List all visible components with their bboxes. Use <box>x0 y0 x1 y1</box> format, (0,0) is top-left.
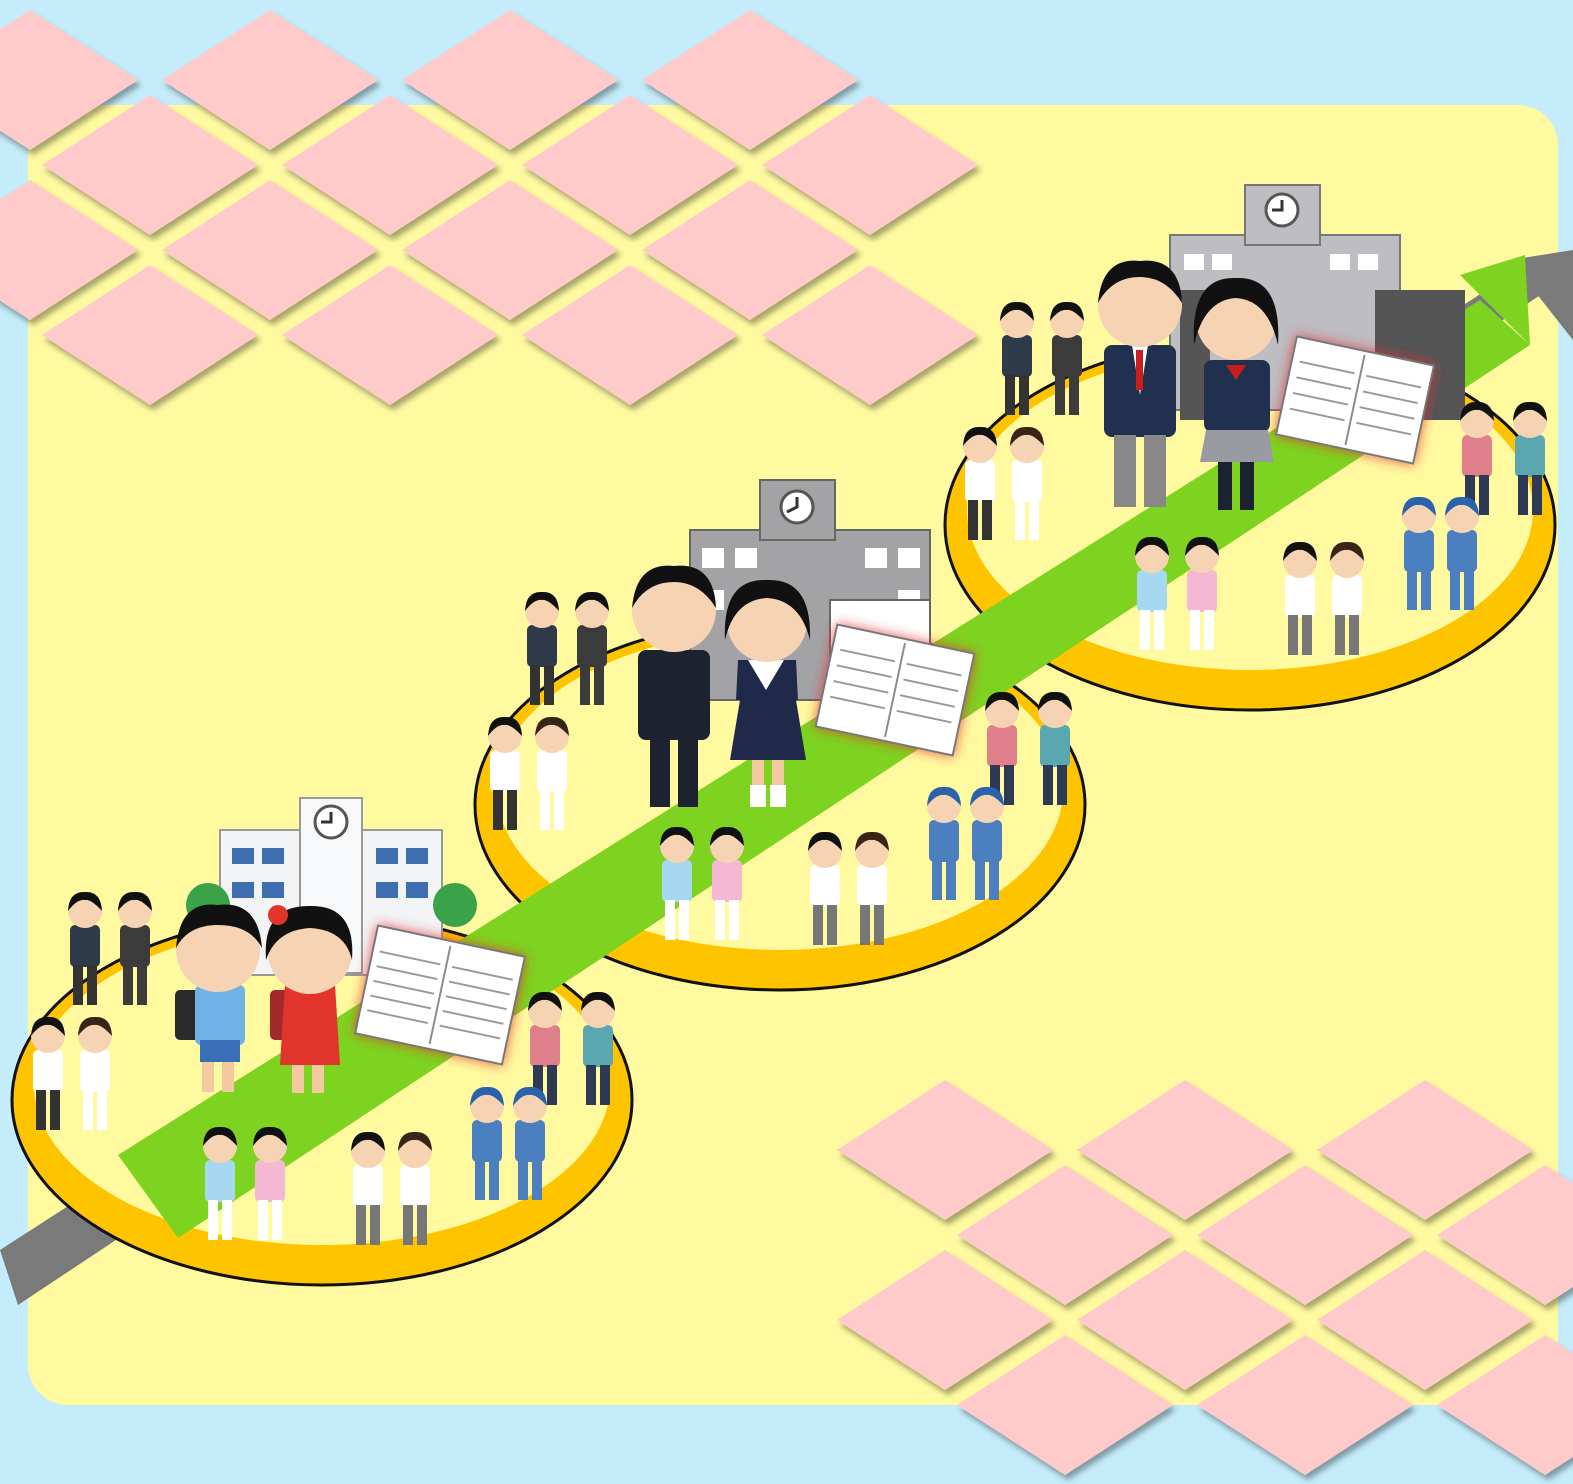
diamond-tile <box>42 95 258 235</box>
gym-student <box>1135 536 1169 650</box>
girl-with-randoseru <box>265 905 353 1093</box>
boy-in-blazer <box>1098 260 1182 507</box>
staff <box>398 1131 432 1245</box>
diamond-tile <box>42 265 258 405</box>
diamond-tile <box>957 1165 1173 1305</box>
worker <box>470 1086 504 1200</box>
gym-student <box>1185 536 1219 650</box>
growth-path-head <box>1460 255 1530 345</box>
girl-in-sailor-uniform <box>724 579 811 807</box>
worker <box>970 786 1004 900</box>
diamond-tile <box>642 180 858 320</box>
diamond-tile <box>957 1335 1173 1475</box>
staff <box>351 1131 385 1245</box>
diamond-tile <box>0 10 138 150</box>
diamond-tile <box>837 1250 1053 1390</box>
diamond-tile <box>1077 1250 1293 1390</box>
teacher <box>68 891 102 1005</box>
parent <box>1513 401 1547 515</box>
teacher <box>1050 301 1084 415</box>
doctor <box>963 426 997 540</box>
parent <box>528 991 562 1105</box>
support-record-sheet <box>1274 335 1436 465</box>
diamond-tile <box>1077 1080 1293 1220</box>
support-record-sheet <box>814 623 976 757</box>
diamond-tile <box>282 95 498 235</box>
diamond-tile <box>1197 1335 1413 1475</box>
diamond-tile <box>1437 1335 1573 1475</box>
diamond-tile <box>522 95 738 235</box>
gym-student <box>660 826 694 940</box>
doctor <box>1010 426 1044 540</box>
diamond-pattern-bottom <box>837 1080 1573 1475</box>
diamond-tile <box>1437 1165 1573 1305</box>
parent <box>985 691 1019 805</box>
gym-student <box>253 1126 287 1240</box>
diamond-tile <box>837 1080 1053 1220</box>
teacher <box>1000 301 1034 415</box>
worker <box>1445 496 1479 610</box>
parent <box>1038 691 1072 805</box>
diamond-tile <box>402 180 618 320</box>
diamond-pattern-top <box>0 10 978 405</box>
girl-in-blazer <box>1193 277 1279 510</box>
teacher <box>525 591 559 705</box>
doctor <box>488 716 522 830</box>
gym-student <box>203 1126 237 1240</box>
diamond-tile <box>1317 1250 1533 1390</box>
diamond-tile <box>282 265 498 405</box>
diamond-tile <box>402 10 618 150</box>
boy-in-gakuran <box>632 565 716 807</box>
staff <box>1330 541 1364 655</box>
diamond-tile <box>162 180 378 320</box>
teacher <box>575 591 609 705</box>
staff <box>855 831 889 945</box>
support-record-sheet <box>354 924 526 1066</box>
diamond-tile <box>762 95 978 235</box>
worker <box>927 786 961 900</box>
teacher <box>118 891 152 1005</box>
diamond-tile <box>522 265 738 405</box>
diamond-tile <box>0 180 138 320</box>
parent <box>1460 401 1494 515</box>
diamond-tile <box>1197 1165 1413 1305</box>
worker <box>513 1086 547 1200</box>
boy-with-randoseru <box>175 904 262 1092</box>
doctor <box>78 1016 112 1130</box>
doctor <box>535 716 569 830</box>
supporter-groups <box>31 301 1547 1245</box>
worker <box>1402 496 1436 610</box>
doctor <box>31 1016 65 1130</box>
diamond-tile <box>762 265 978 405</box>
staff <box>1283 541 1317 655</box>
gym-student <box>710 826 744 940</box>
diamond-tile <box>642 10 858 150</box>
parent <box>581 991 615 1105</box>
diamond-tile <box>1317 1080 1533 1220</box>
staff <box>808 831 842 945</box>
diamond-tile <box>162 10 378 150</box>
